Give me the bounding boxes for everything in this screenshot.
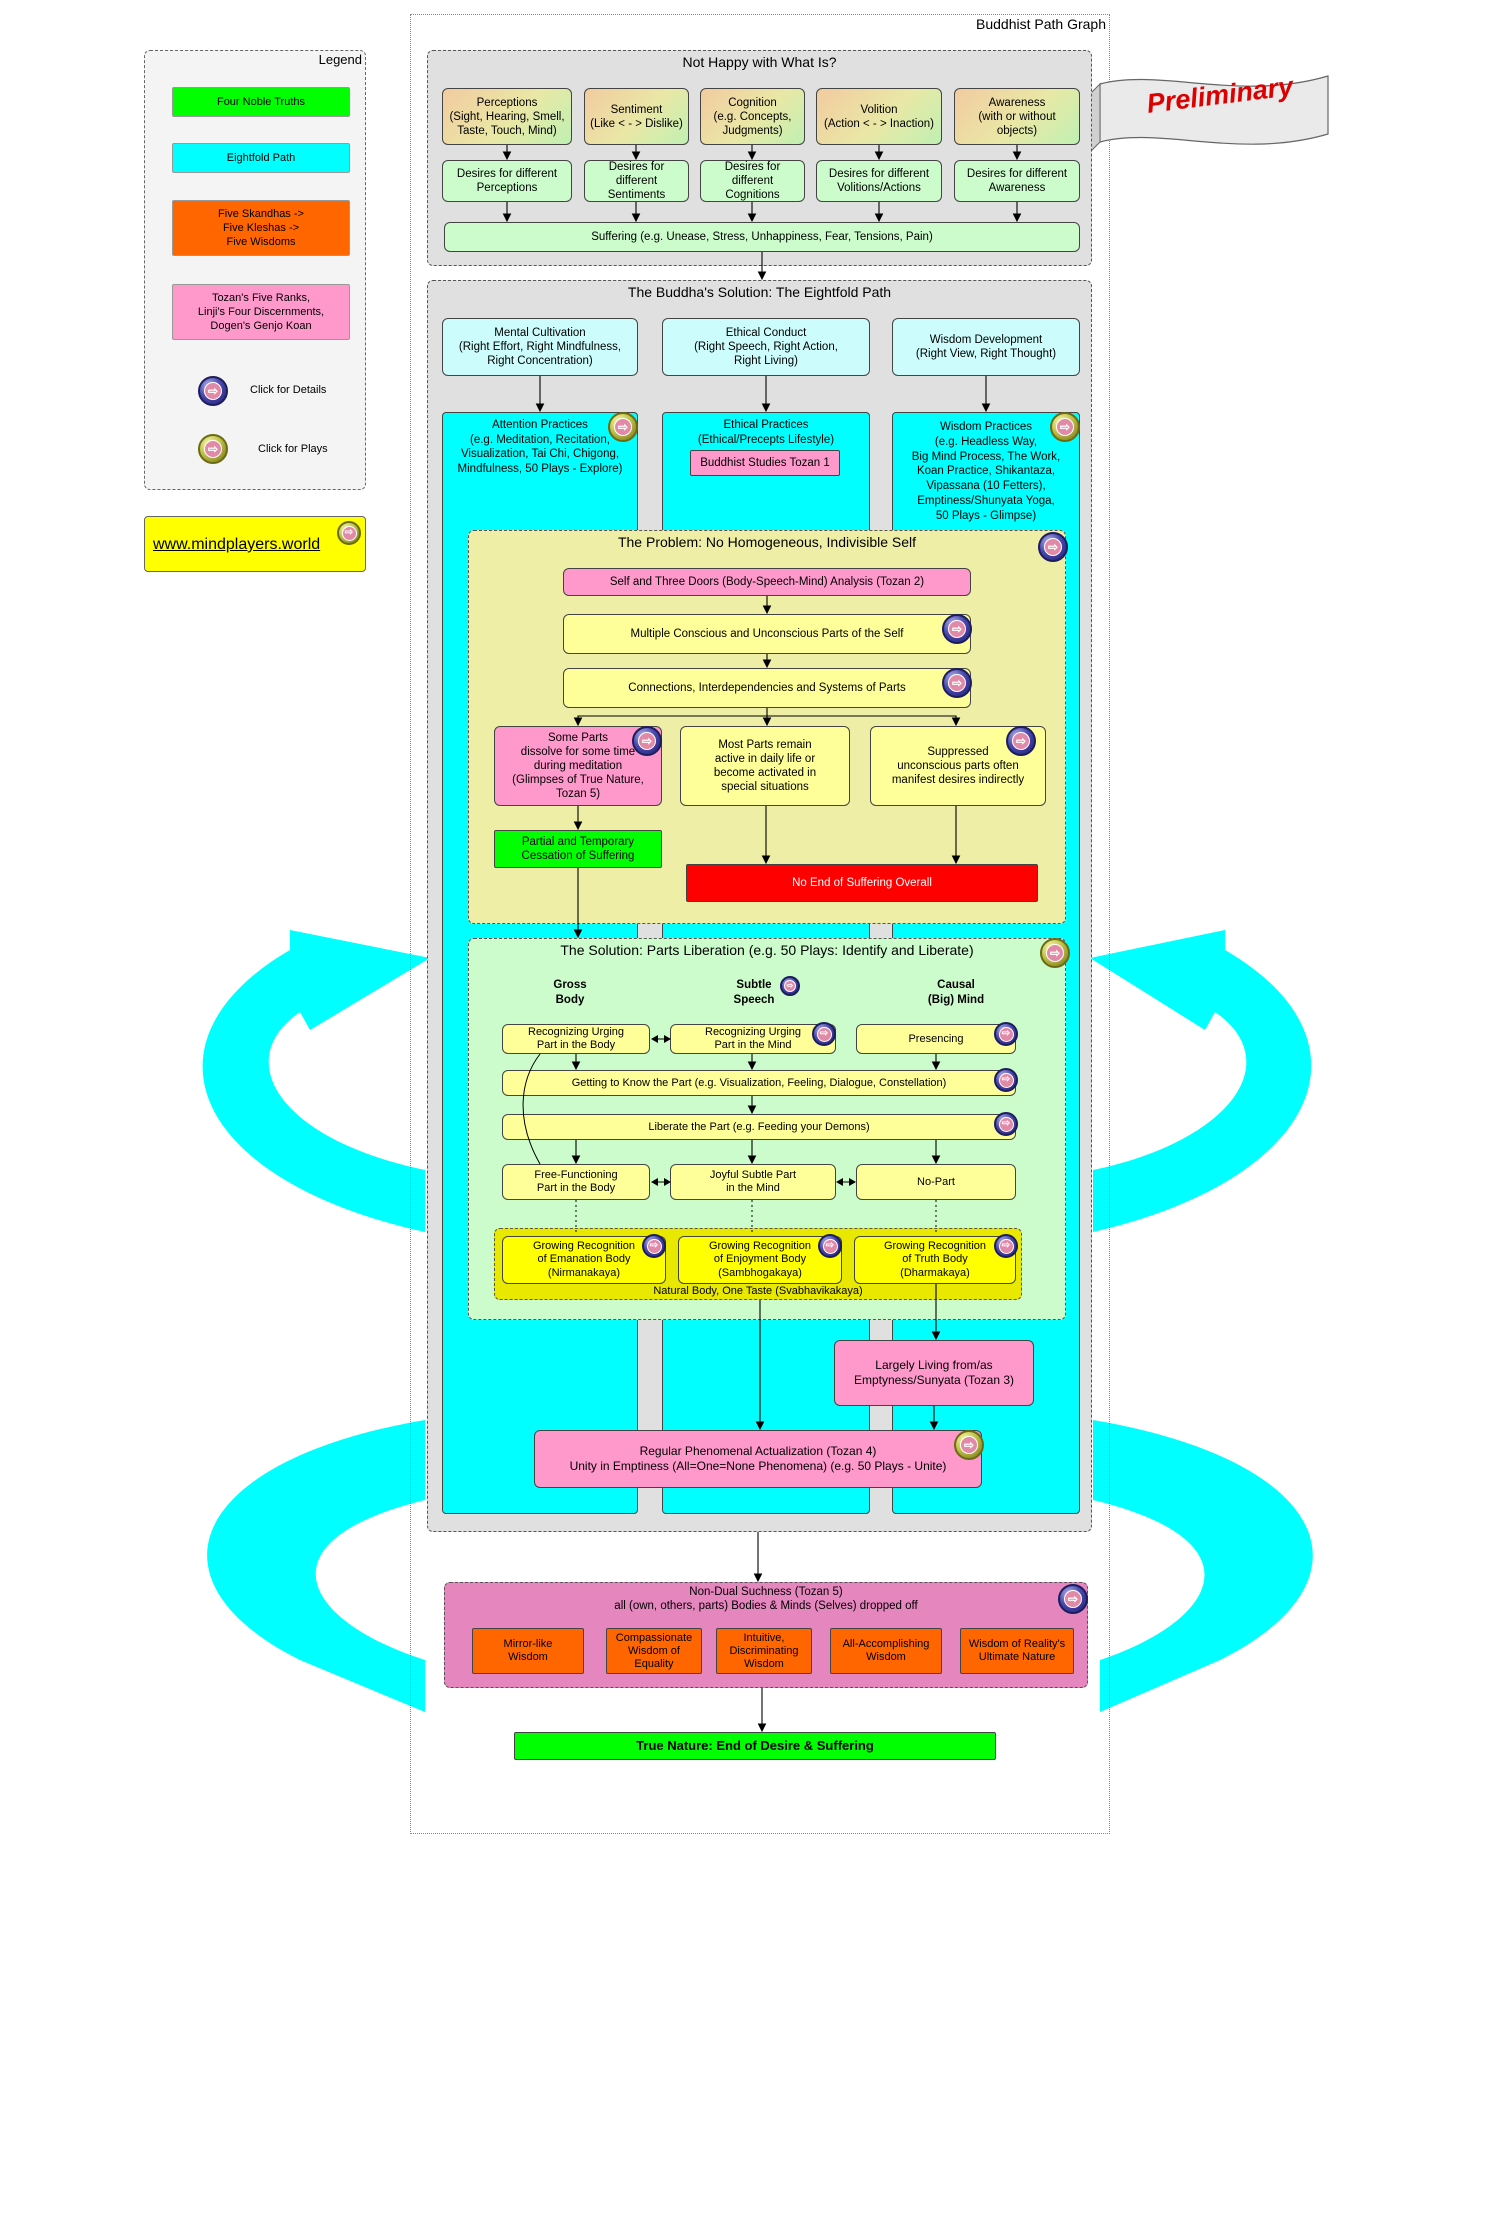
wisdom-practices: Wisdom Practices (e.g. Headless Way, Big… <box>911 421 1061 522</box>
regular-phenomenal-actualization: Regular Phenomenal Actualization (Tozan … <box>534 1430 982 1488</box>
joyful-subtle-part: Joyful Subtle Part in the Mind <box>670 1164 836 1200</box>
legend-plays-label: Click for Plays <box>258 443 328 455</box>
getting-to-know-icon[interactable]: ⇨ <box>994 1068 1018 1092</box>
recognizing-mind-icon[interactable]: ⇨ <box>812 1022 836 1046</box>
ethical-conduct: Ethical Conduct (Right Speech, Right Act… <box>662 318 870 376</box>
legend-tozan-five-ranks: Tozan's Five Ranks, Linji's Four Discern… <box>172 284 350 340</box>
legend-eightfold-path: Eightfold Path <box>172 143 350 173</box>
connections-parts: Connections, Interdependencies and Syste… <box>563 668 971 708</box>
emanation-icon[interactable]: ⇨ <box>642 1234 666 1258</box>
suppressed-details-icon[interactable]: ⇨ <box>1006 726 1036 756</box>
link-plays-icon[interactable]: ⇨ <box>337 521 361 545</box>
attention-practices: Attention Practices (e.g. Meditation, Re… <box>457 419 623 475</box>
skandha-awareness: Awareness (with or without objects) <box>954 88 1080 145</box>
page-title: Buddhist Path Graph <box>976 16 1106 32</box>
recognizing-mind: Recognizing Urging Part in the Mind <box>670 1024 836 1054</box>
partial-cessation: Partial and Temporary Cessation of Suffe… <box>494 830 662 868</box>
three-doors-analysis: Self and Three Doors (Body-Speech-Mind) … <box>563 568 971 596</box>
largely-living-emptiness: Largely Living from/as Emptyness/Sunyata… <box>834 1340 1034 1406</box>
enjoyment-icon[interactable]: ⇨ <box>818 1234 842 1258</box>
natural-body-label: Natural Body, One Taste (Svabhavikakaya) <box>653 1285 863 1297</box>
connections-details-icon[interactable]: ⇨ <box>942 668 972 698</box>
multiple-parts: Multiple Conscious and Unconscious Parts… <box>563 614 971 654</box>
mindplayers-link-text[interactable]: www.mindplayers.world <box>153 536 321 553</box>
legend-panel <box>144 50 366 490</box>
suffering-box: Suffering (e.g. Unease, Stress, Unhappin… <box>444 222 1080 252</box>
desires-awareness: Desires for different Awareness <box>954 160 1080 202</box>
not-happy-title: Not Happy with What Is? <box>682 54 837 70</box>
subtle-speech-details-icon[interactable]: ⇨ <box>780 976 800 996</box>
non-dual-title: Non-Dual Suchness (Tozan 5) all (own, ot… <box>614 1586 918 1612</box>
skandha-volition: Volition (Action < - > Inaction) <box>816 88 942 145</box>
buddhist-studies-tozan1: Buddhist Studies Tozan 1 <box>690 450 840 476</box>
getting-to-know: Getting to Know the Part (e.g. Visualiza… <box>502 1070 1016 1096</box>
liberate-part-icon[interactable]: ⇨ <box>994 1112 1018 1136</box>
header-subtle-speech: Subtle Speech <box>733 979 775 1006</box>
header-gross-body: Gross Body <box>553 979 587 1006</box>
preliminary-banner-shape <box>1090 75 1329 153</box>
legend-five-skandhas: Five Skandhas -> Five Kleshas -> Five Wi… <box>172 200 350 256</box>
non-dual-details-icon[interactable]: ⇨ <box>1058 1584 1088 1614</box>
desires-perceptions: Desires for different Perceptions <box>442 160 572 202</box>
problem-title: The Problem: No Homogeneous, Indivisible… <box>617 534 917 550</box>
attention-plays-icon[interactable]: ⇨ <box>608 412 638 442</box>
mirror-like-wisdom: Mirror-like Wisdom <box>472 1628 584 1674</box>
liberate-part: Liberate the Part (e.g. Feeding your Dem… <box>502 1114 1016 1140</box>
truth-body-icon[interactable]: ⇨ <box>994 1234 1018 1258</box>
desires-sentiments: Desires for different Sentiments <box>584 160 689 202</box>
compassionate-wisdom: Compassionate Wisdom of Equality <box>606 1628 702 1674</box>
skandha-sentiment: Sentiment (Like < - > Dislike) <box>584 88 689 145</box>
skandha-perceptions: Perceptions (Sight, Hearing, Smell, Tast… <box>442 88 572 145</box>
mental-cultivation: Mental Cultivation (Right Effort, Right … <box>442 318 638 376</box>
suppressed-parts: Suppressed unconscious parts often manif… <box>870 726 1046 806</box>
most-parts-active: Most Parts remain active in daily life o… <box>680 726 850 806</box>
reality-ultimate-wisdom: Wisdom of Reality's Ultimate Nature <box>960 1628 1074 1674</box>
legend-details-icon: ⇨ <box>198 376 228 406</box>
recognizing-body: Recognizing Urging Part in the Body <box>502 1024 650 1054</box>
all-accomplishing-wisdom: All-Accomplishing Wisdom <box>830 1628 942 1674</box>
wisdom-development: Wisdom Development (Right View, Right Th… <box>892 318 1080 376</box>
growing-enjoyment-body: Growing Recognition of Enjoyment Body (S… <box>678 1236 842 1284</box>
skandha-cognition: Cognition (e.g. Concepts, Judgments) <box>700 88 805 145</box>
presencing: Presencing <box>856 1024 1016 1054</box>
problem-details-icon[interactable]: ⇨ <box>1038 532 1068 562</box>
intuitive-wisdom: Intuitive, Discriminating Wisdom <box>716 1628 812 1674</box>
header-causal-mind: Causal (Big) Mind <box>927 979 985 1006</box>
presencing-icon[interactable]: ⇨ <box>994 1022 1018 1046</box>
multiple-parts-details-icon[interactable]: ⇨ <box>942 614 972 644</box>
liberation-title: The Solution: Parts Liberation (e.g. 50 … <box>560 942 974 958</box>
page-frame <box>410 14 1110 1834</box>
legend-four-noble-truths: Four Noble Truths <box>172 87 350 117</box>
legend-details-label: Click for Details <box>250 384 327 396</box>
growing-truth-body: Growing Recognition of Truth Body (Dharm… <box>854 1236 1016 1284</box>
desires-volitions: Desires for different Volitions/Actions <box>816 160 942 202</box>
ethical-practices: Ethical Practices (Ethical/Precepts Life… <box>697 419 835 446</box>
wisdom-plays-icon[interactable]: ⇨ <box>1050 412 1080 442</box>
no-part: No-Part <box>856 1164 1016 1200</box>
free-functioning-part: Free-Functioning Part in the Body <box>502 1164 650 1200</box>
mindplayers-link[interactable]: www.mindplayers.world ⇨ <box>144 516 366 572</box>
desires-cognitions: Desires for different Cognitions <box>700 160 805 202</box>
true-nature: True Nature: End of Desire & Suffering <box>514 1732 996 1760</box>
some-parts-details-icon[interactable]: ⇨ <box>632 726 662 756</box>
regular-plays-icon[interactable]: ⇨ <box>954 1430 984 1460</box>
liberation-plays-icon[interactable]: ⇨ <box>1040 938 1070 968</box>
growing-emanation-body: Growing Recognition of Emanation Body (N… <box>502 1236 666 1284</box>
no-end-of-suffering: No End of Suffering Overall <box>686 864 1038 902</box>
eightfold-title: The Buddha's Solution: The Eightfold Pat… <box>627 284 892 300</box>
legend-plays-icon: ⇨ <box>198 434 228 464</box>
legend-title: Legend <box>318 52 362 67</box>
